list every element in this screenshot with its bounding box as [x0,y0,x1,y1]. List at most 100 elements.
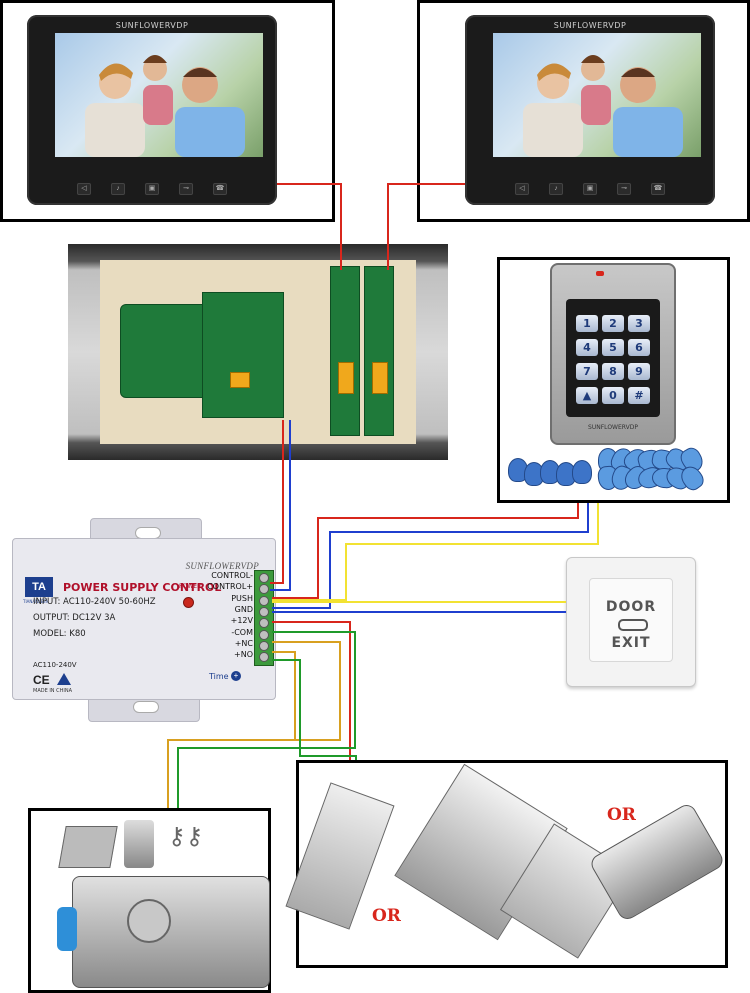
monitor-screen-photo [55,33,263,157]
keys-icon: ⚷⚷ [168,823,204,850]
wire-lock-green2 [272,659,357,760]
psu-ac-label: AC110-240V [33,661,77,669]
wire-keypad-yellow [272,503,599,601]
exit-line-2: EXIT [611,635,651,651]
terminal-label: +NC [234,638,253,648]
unlock-button[interactable]: ◁ [515,183,529,195]
psu-logo: TA [25,577,53,597]
relay [338,362,354,394]
time-knob-icon[interactable]: + [231,671,241,681]
keypad-key[interactable]: 2 [602,315,624,332]
time-label: Time [209,672,229,681]
terminal-screw-icon[interactable] [259,629,269,640]
call-button[interactable]: ☎ [213,183,227,195]
spare-cylinder [124,820,154,868]
door-exit-button[interactable]: DOOR EXIT [566,557,696,687]
keypad-key[interactable]: 9 [628,363,650,380]
keypad-key[interactable]: 4 [576,339,598,356]
terminal-screw-icon[interactable] [259,573,269,583]
power-label: POWER [179,583,202,590]
electric-rim-lock [57,876,270,988]
wire-keypad-blue [272,503,589,609]
psu-input: INPUT: AC110-240V 50-60HZ [33,597,156,607]
keypad-key[interactable]: 3 [628,315,650,332]
keypad-key[interactable]: 7 [576,363,598,380]
pcb-center [202,292,284,418]
monitor-buttons: ◁ ♪ ▣ ⊸ ☎ [505,183,675,195]
keypad-key[interactable]: 8 [602,363,624,380]
monitor-screen-photo [493,33,701,157]
music-button[interactable]: ♪ [111,183,125,195]
monitor-brand: SUNFLOWERVDP [553,21,627,30]
terminal-label: GND [234,604,253,614]
terminal-label: -COM [231,627,253,637]
wire-keypad-push-red [272,503,579,599]
lock-cylinder-icon [127,899,171,943]
keypad-led-icon [596,271,604,276]
keypad-key[interactable]: 6 [628,339,650,356]
lock-latch [57,907,77,951]
power-supply-controller: SUNFLOWERVDP TA TIANANKEEN POWER SUPPLY … [12,538,276,700]
wire-lock-orange1 [167,641,341,808]
terminal-label: +NO [234,650,253,660]
wire-board-psu-2 [270,420,291,591]
or-label-2: OR [607,805,636,825]
monitor-button[interactable]: ▣ [583,183,597,195]
indoor-monitor-1: SUNFLOWERVDP ◁ ♪ ▣ ⊸ ☎ [27,15,277,205]
monitor-brand: SUNFLOWERVDP [115,21,189,30]
control-board-enclosure [68,244,448,460]
psu-title: POWER SUPPLY CONTROL [63,581,222,594]
ce-mark: CE [33,673,50,687]
terminal-label: +12V [230,616,253,626]
terminal-screw-icon[interactable] [259,606,269,617]
terminal-label: CONTROL- [211,571,253,580]
keypad-brand: SUNFLOWERVDP [588,424,638,431]
terminal-screw-icon[interactable] [259,618,269,629]
keypad-key[interactable]: ▲ [576,387,598,404]
relay [372,362,388,394]
monitor-button[interactable]: ▣ [145,183,159,195]
terminal-label: CONTROL+ [207,582,253,592]
psu-model: MODEL: K80 [33,629,86,639]
terminal-screw-icon[interactable] [259,640,269,651]
or-label-1: OR [372,906,401,926]
wire-lock-red [272,621,351,760]
relay [230,372,250,388]
psu-logo-subtext: TIANANKEEN [23,599,49,604]
psu-output: OUTPUT: DC12V 3A [33,613,116,623]
terminal-block [254,570,274,666]
wire-lock-green [177,631,356,808]
made-in-label: MADE IN CHINA [33,688,73,694]
terminal-screw-icon[interactable] [259,595,269,606]
key-icon [618,619,648,631]
keypad-key[interactable]: 0 [602,387,624,404]
rfid-fob-icon [572,460,592,484]
pcb-relay-1 [330,266,360,436]
wire-monitor1-board [277,183,342,270]
exit-button-face: DOOR EXIT [589,578,673,662]
keypad-key[interactable]: 1 [576,315,598,332]
power-led-icon [183,597,194,608]
exit-line-1: DOOR [605,599,657,615]
warning-triangle-icon [57,673,71,685]
call-button[interactable]: ☎ [651,183,665,195]
pcb-relay-2 [364,266,394,436]
monitor-buttons: ◁ ♪ ▣ ⊸ ☎ [67,183,237,195]
music-button[interactable]: ♪ [549,183,563,195]
unlock-button[interactable]: ◁ [77,183,91,195]
keypad-key[interactable]: 5 [602,339,624,356]
psu-brand: SUNFLOWERVDP [185,561,259,571]
key-button[interactable]: ⊸ [617,183,631,195]
terminal-screw-icon[interactable] [259,584,269,595]
indoor-monitor-2: SUNFLOWERVDP ◁ ♪ ▣ ⊸ ☎ [465,15,715,205]
terminal-label: PUSH [231,593,253,603]
key-button[interactable]: ⊸ [179,183,193,195]
keypad-key[interactable]: # [628,387,650,404]
pcb-left [120,304,214,398]
wire-lock-orange2 [272,651,296,740]
terminal-screw-icon[interactable] [259,652,269,663]
wire-board-psu-1 [270,420,284,584]
wire-monitor2-board [387,183,465,270]
